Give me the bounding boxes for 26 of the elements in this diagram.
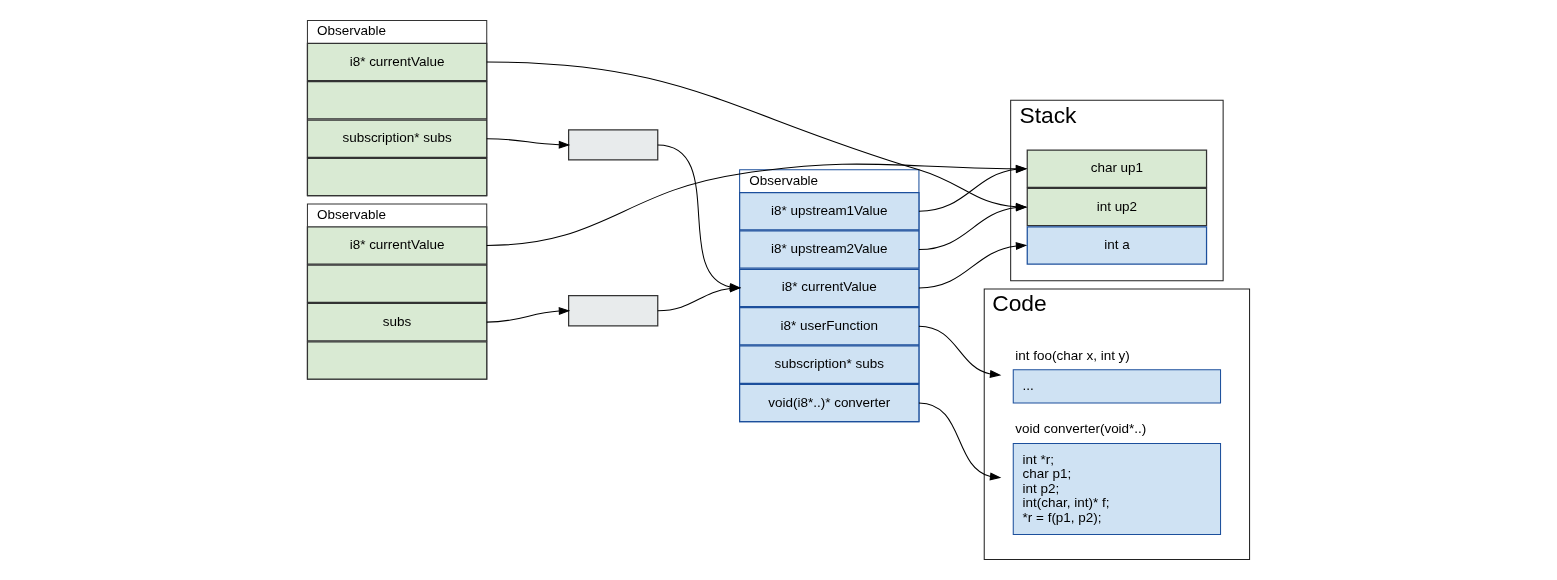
node-box: int up2 [1026,187,1208,227]
node-label: int foo(char x, int y) [1015,347,1130,363]
node-box [306,264,488,304]
node-box: i8* upstream1Value [739,191,920,231]
node-box: i8* currentValue [306,42,488,82]
node-box [568,295,659,327]
arrow [918,402,1002,481]
node-box: i8* currentValue [739,268,920,308]
node-box [568,129,659,161]
node-box: int a [1026,226,1208,265]
node-box: i8* upstream2Value [739,230,920,269]
node-box: i8* userFunction [739,307,920,346]
arrow [918,241,1028,289]
arrow [918,325,1002,378]
node-box: char up1 [1026,149,1208,188]
arrow [486,138,571,149]
node-box [306,157,488,197]
node-box: subscription* subs [739,345,920,384]
node-box: subs [306,302,488,342]
node-box: i8* currentValue [306,226,488,265]
node-box [306,341,488,380]
arrow [486,307,571,323]
node-box [306,81,488,120]
node-label: void converter(void*..) [1015,421,1147,437]
node-box: void(i8*..)* converter [739,383,920,423]
node-box: subscription* subs [306,119,488,158]
